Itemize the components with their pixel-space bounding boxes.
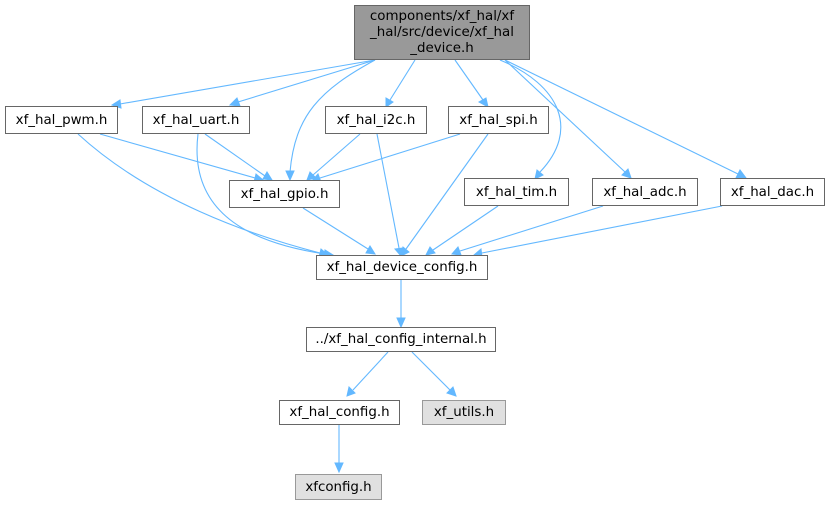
arrowhead bbox=[262, 171, 273, 181]
node-label: xf_hal_config.h bbox=[289, 405, 390, 420]
edge-root-spi bbox=[454, 59, 484, 101]
arrowhead bbox=[385, 97, 394, 108]
edge-gpio-devcfg bbox=[302, 207, 369, 250]
arrowhead bbox=[477, 97, 489, 108]
edge-internal-halcfg bbox=[352, 351, 389, 391]
node-xf-hal-pwm-h[interactable]: xf_hal_pwm.h bbox=[5, 106, 118, 134]
node-xf-hal-uart-h[interactable]: xf_hal_uart.h bbox=[142, 106, 250, 134]
node-xfconfig-h: xfconfig.h bbox=[295, 474, 382, 500]
node-xf-hal-config-h[interactable]: xf_hal_config.h bbox=[279, 400, 400, 425]
node-label: xf_hal_spi.h bbox=[459, 112, 538, 128]
node-label: xf_hal_gpio.h bbox=[240, 186, 329, 202]
arrowhead bbox=[306, 171, 317, 181]
arrowhead bbox=[396, 317, 406, 329]
edge-root-dac bbox=[504, 59, 739, 175]
edge-root-pwm bbox=[119, 59, 376, 105]
edge-uart-devcfg bbox=[196, 133, 326, 255]
node-label: xf_hal_tim.h bbox=[475, 184, 558, 200]
arrowhead bbox=[285, 170, 295, 182]
edge-i2c-gpio bbox=[312, 133, 361, 176]
arrowhead bbox=[400, 246, 410, 257]
node-xf-hal-tim-h[interactable]: xf_hal_tim.h bbox=[464, 178, 569, 206]
node-label: xf_utils.h bbox=[433, 405, 495, 420]
edge-tim-devcfg bbox=[432, 205, 499, 251]
node-xf-hal-spi-h[interactable]: xf_hal_spi.h bbox=[448, 106, 549, 134]
arrowhead bbox=[425, 246, 436, 256]
arrowhead bbox=[451, 246, 462, 256]
node-label: xf_hal_pwm.h bbox=[15, 112, 108, 128]
node-root-line-2: _hal/src/device/xf_hal bbox=[370, 24, 514, 40]
edge-root-uart bbox=[237, 59, 376, 103]
node-xf-hal-i2c-h[interactable]: xf_hal_i2c.h bbox=[325, 106, 427, 134]
node-label: xf_hal_i2c.h bbox=[336, 112, 416, 128]
edge-root-gpio bbox=[289, 59, 376, 173]
arrowhead bbox=[346, 386, 356, 397]
arrowhead bbox=[365, 245, 376, 255]
edge-spi-devcfg bbox=[405, 133, 489, 250]
edge-spi-gpio bbox=[319, 133, 461, 179]
edge-pwm-devcfg bbox=[77, 133, 321, 254]
edge-root-i2c bbox=[389, 59, 416, 101]
arrowhead bbox=[621, 168, 632, 179]
node-label: xfconfig.h bbox=[305, 479, 372, 495]
node-xf-hal-adc-h[interactable]: xf_hal_adc.h bbox=[592, 178, 698, 206]
edge-uart-gpio bbox=[204, 133, 266, 177]
arrowhead bbox=[446, 386, 457, 397]
arrowhead bbox=[334, 462, 344, 474]
edge-root-adc bbox=[504, 59, 626, 173]
node-label: xf_hal_adc.h bbox=[603, 184, 687, 200]
arrowhead bbox=[228, 97, 241, 107]
node-label: xf_hal_device_config.h bbox=[326, 260, 478, 275]
node-xf-hal-device-config-h[interactable]: xf_hal_device_config.h bbox=[316, 255, 488, 280]
edge-adc-devcfg bbox=[459, 205, 604, 252]
arrowhead bbox=[735, 169, 747, 179]
edge-internal-utils bbox=[411, 351, 451, 391]
node-label: xf_hal_dac.h bbox=[730, 184, 815, 200]
edge-dac-devcfg bbox=[481, 205, 723, 254]
edge-i2c-devcfg bbox=[376, 133, 400, 249]
node-root-xf-hal-device-h[interactable]: components/xf_hal/xf _hal/src/device/xf_… bbox=[354, 5, 530, 60]
node-label: ../xf_hal_config_internal.h bbox=[315, 332, 487, 347]
arrowhead bbox=[534, 169, 544, 180]
node-xf-hal-config-internal-h[interactable]: ../xf_hal_config_internal.h bbox=[306, 327, 496, 352]
node-root-line-1: components/xf_hal/xf bbox=[369, 8, 515, 24]
node-xf-utils-h: xf_utils.h bbox=[422, 400, 506, 425]
node-xf-hal-dac-h[interactable]: xf_hal_dac.h bbox=[720, 178, 825, 206]
node-root-line-3: _device.h bbox=[410, 40, 474, 56]
edge-pwm-gpio bbox=[99, 133, 256, 179]
node-label: xf_hal_uart.h bbox=[152, 112, 240, 128]
node-xf-hal-gpio-h[interactable]: xf_hal_gpio.h bbox=[229, 180, 340, 208]
